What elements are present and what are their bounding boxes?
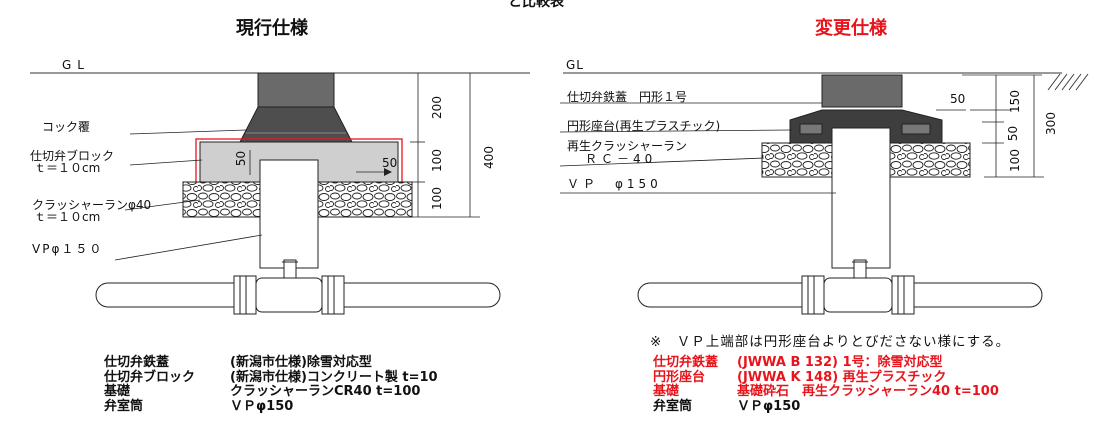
right-dim-50: 50 — [950, 92, 966, 106]
right-label-vp: ＶＰ φ150 — [567, 177, 662, 191]
right-dim-300: 300 — [1043, 112, 1058, 135]
right-spec-row: 円形座台(JWWA K 148) 再生プラスチック — [653, 369, 947, 385]
left-label-crusher: クラッシャーランφ40 — [32, 198, 152, 212]
left-label-crusher-t: ｔ＝１０cm — [34, 210, 101, 224]
left-heading: 現行仕様 — [236, 18, 308, 39]
left-spec-list: 仕切弁鉄蓋(新潟市仕様)除雪対応型 仕切弁ブロック(新潟市仕様)コンクリート製 … — [104, 355, 438, 414]
right-dim-100: 100 — [1007, 149, 1022, 172]
right-valve-stem — [853, 259, 867, 279]
left-drawing — [30, 72, 530, 315]
left-label-block-t: ｔ＝１０cm — [34, 161, 101, 175]
right-dim-150: 150 — [1007, 90, 1022, 113]
left-label-cock-cover: コック覆 — [42, 120, 91, 134]
right-label-rc: ＲＣ－40 — [585, 152, 657, 166]
left-gl-label: GL — [62, 58, 90, 72]
right-label-seat: 円形座台(再生プラスチック) — [567, 119, 721, 133]
left-label-vp: VPφ１５０ — [32, 242, 104, 256]
left-dim-50a: 50 — [234, 150, 249, 167]
right-dim-50b: 50 — [1006, 125, 1021, 142]
left-spec-row: 仕切弁鉄蓋(新潟市仕様)除雪対応型 — [104, 355, 372, 370]
right-spec-list: 仕切弁鉄蓋(JWWA B 132) 1号：除雪対応型 円形座台(JWWA K 1… — [653, 355, 999, 414]
left-dim-200: 200 — [429, 96, 444, 119]
left-dim-400: 400 — [481, 146, 496, 169]
right-drawing — [559, 72, 1089, 315]
right-label-crusher: 再生クラッシャーラン — [567, 139, 688, 153]
left-dim-50b: 50 — [382, 156, 398, 170]
right-label-lid: 仕切弁鉄蓋 円形１号 — [567, 90, 688, 104]
left-dim-100a: 100 — [429, 149, 444, 172]
left-spec-row: 仕切弁ブロック(新潟市仕様)コンクリート製 t=10 — [104, 369, 438, 385]
right-spec-row: 仕切弁鉄蓋(JWWA B 132) 1号：除雪対応型 — [653, 355, 943, 370]
left-spec-row: 基礎クラッシャーランCR40 t=100 — [104, 384, 421, 400]
right-vp-pipe — [831, 127, 891, 269]
right-gl-label: GL — [566, 58, 584, 72]
left-dim-100b: 100 — [429, 187, 444, 210]
page-title-fragment: と比較表 — [508, 0, 564, 10]
right-note: ※ ＶＰ上端部は円形座台よりとびださない様にする。 — [650, 334, 1011, 350]
right-heading: 変更仕様 — [815, 18, 887, 39]
left-cover-top — [257, 72, 335, 108]
left-vp-pipe — [259, 159, 319, 269]
right-spec-row: 基礎基礎砕石 再生クラッシャーラン40 t=100 — [653, 384, 999, 400]
right-iron-lid — [821, 74, 903, 108]
left-valve-stem — [283, 259, 297, 279]
left-cover-skirt — [239, 106, 353, 143]
left-label-block: 仕切弁ブロック — [30, 149, 115, 163]
